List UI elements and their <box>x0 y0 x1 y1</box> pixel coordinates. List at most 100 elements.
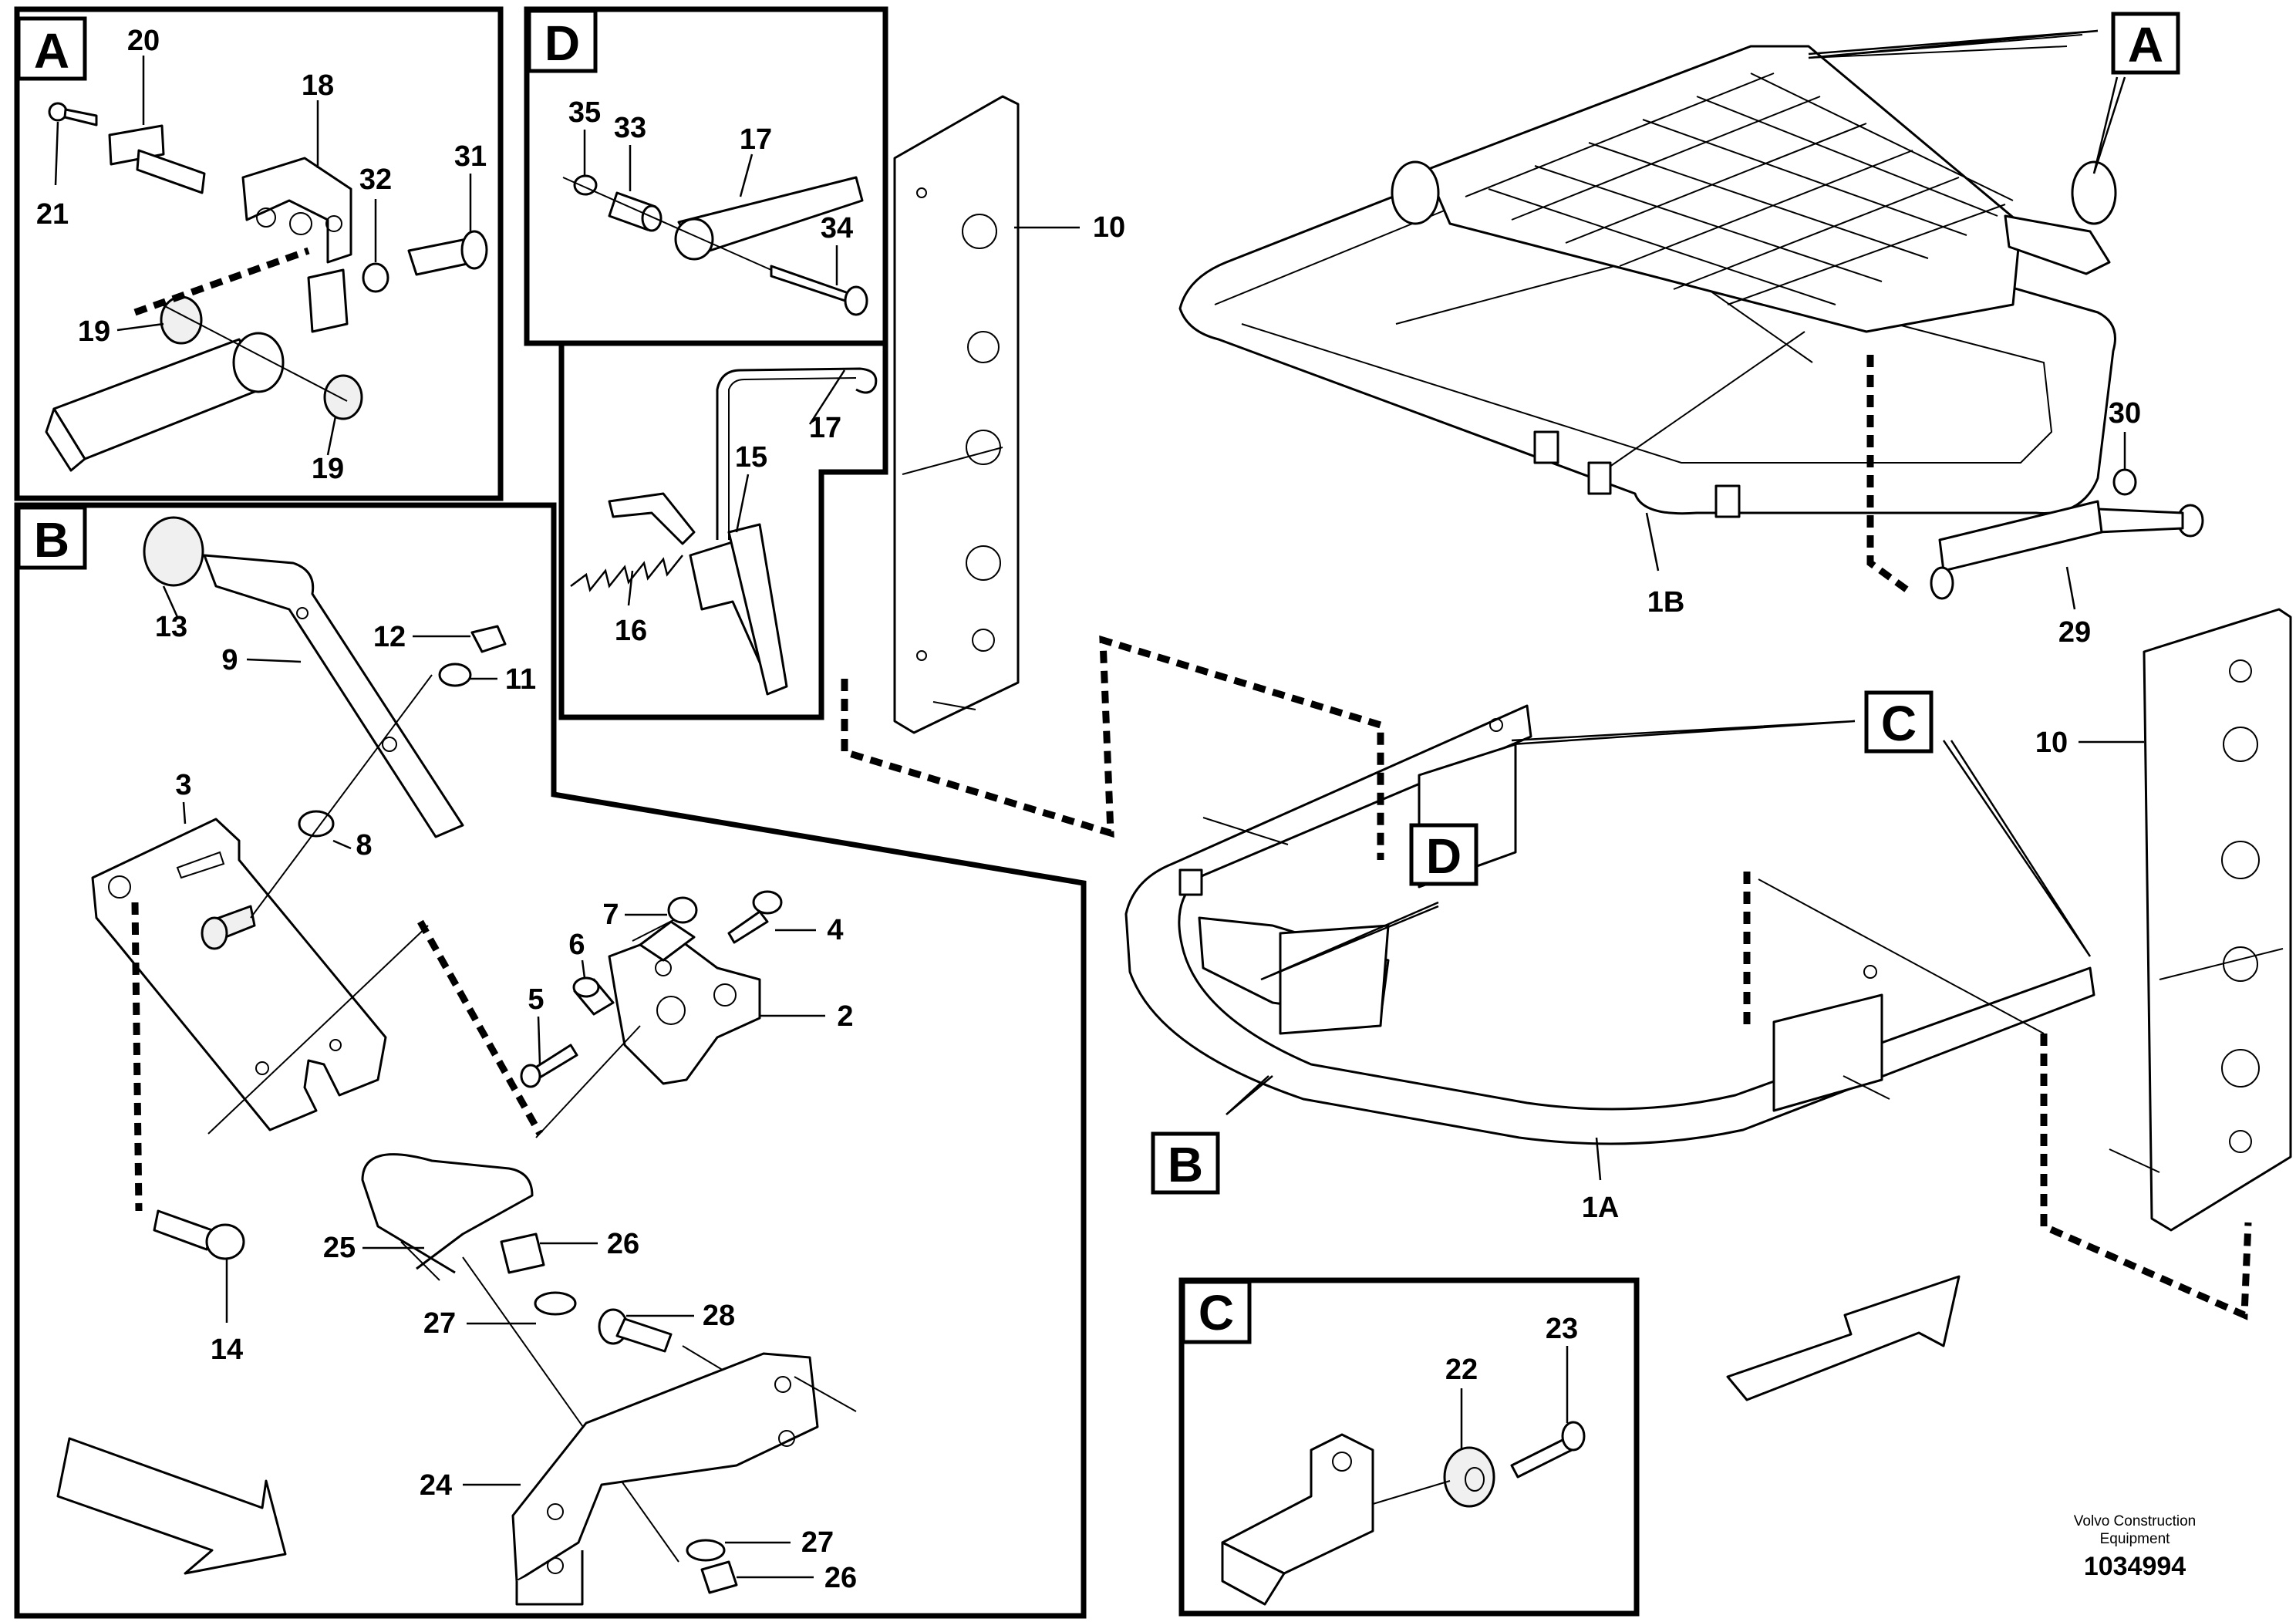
panel-a-assembly-dashline <box>133 247 310 316</box>
callout-24: 24 <box>420 1469 452 1502</box>
label-d-box <box>1409 823 1478 886</box>
part-32-washer <box>362 262 389 293</box>
callout-19-upper: 19 <box>78 315 110 348</box>
panel-a-letter-box <box>16 16 87 81</box>
part-27-washer-lower <box>686 1539 726 1562</box>
callout-26-upper: 26 <box>607 1228 639 1260</box>
part-29-gas-strut <box>1930 500 2204 600</box>
assembly-direction-arrow-main <box>1726 1275 1961 1401</box>
callout-11: 11 <box>505 663 536 696</box>
label-b: B <box>1168 1137 1203 1192</box>
label-c-box <box>1864 690 1934 754</box>
label-b-box <box>1151 1131 1220 1195</box>
panel-a-letter: A <box>34 23 69 79</box>
panel-b-letter: B <box>34 512 69 568</box>
part-4-screw <box>727 890 783 944</box>
part-17-latch-rod-top <box>674 176 864 261</box>
detail-panel-a: A <box>14 6 504 501</box>
callout-21: 21 <box>36 198 69 231</box>
callout-25: 25 <box>323 1232 356 1264</box>
leader-b <box>1226 1075 1273 1115</box>
part-16-spring <box>570 555 683 592</box>
callout-8: 8 <box>356 829 372 862</box>
callout-35: 35 <box>568 96 601 129</box>
part-5-screw <box>520 1044 578 1088</box>
part-1b-pivot-left <box>1391 160 1440 225</box>
part-21-bolt <box>48 102 98 126</box>
callout-4: 4 <box>827 914 843 946</box>
part-19-tube-assembly <box>45 295 363 472</box>
part-15-latch-hook <box>689 523 788 696</box>
part-31-bolt <box>407 230 488 276</box>
part-34-bolt <box>770 265 851 304</box>
callout-27-lower: 27 <box>801 1526 834 1559</box>
callout-29: 29 <box>2058 616 2091 649</box>
detail-panel-d: D 35 33 17 34 1 <box>524 6 888 720</box>
callout-7: 7 <box>602 899 619 931</box>
seat-grid-panel <box>1425 45 2111 333</box>
part-1b-upper-frame <box>1178 153 2116 518</box>
main-dashline-strut <box>1866 355 1915 597</box>
part-10-rail-right <box>2109 608 2292 1232</box>
part-11-washer <box>438 663 472 687</box>
callout-5: 5 <box>528 983 544 1016</box>
part-10-rail-left <box>893 95 1020 734</box>
callout-9: 9 <box>221 644 238 676</box>
panel-c-letter: C <box>1199 1285 1234 1340</box>
callout-15: 15 <box>735 441 767 474</box>
callout-33: 33 <box>614 112 646 144</box>
part-17-latch-rod-bottom <box>716 367 878 540</box>
callout-3: 3 <box>175 769 191 801</box>
detail-panel-b: B <box>14 502 1087 1619</box>
callout-27-upper: 27 <box>423 1307 456 1340</box>
part-26-nut-lower <box>700 1560 738 1594</box>
part-35-washer <box>573 174 598 196</box>
callout-32: 32 <box>359 164 392 196</box>
callout-13: 13 <box>155 611 187 643</box>
label-a-box <box>2111 12 2180 75</box>
leader-c-2 <box>1942 740 2092 957</box>
callout-6: 6 <box>568 929 585 961</box>
assembly-direction-arrow-b <box>56 1437 287 1575</box>
callout-28: 28 <box>703 1300 735 1332</box>
panel-c-letter-box <box>1181 1280 1252 1344</box>
callout-30: 30 <box>2109 397 2141 430</box>
part-1a-tube-end <box>1221 1433 1374 1606</box>
callout-19-lower: 19 <box>312 453 344 485</box>
callout-26-lower: 26 <box>824 1562 857 1594</box>
label-c: C <box>1881 696 1917 751</box>
callout-17-lower: 17 <box>809 412 841 444</box>
callout-22: 22 <box>1445 1354 1478 1386</box>
part-27-washer-upper <box>534 1291 577 1316</box>
callout-17-upper: 17 <box>740 123 772 156</box>
callout-12: 12 <box>373 621 406 653</box>
part-7-bolt <box>632 896 698 942</box>
part-20-tube <box>136 149 206 194</box>
panel-b-letter-box <box>16 505 87 570</box>
part-33-spacer <box>608 191 663 232</box>
part-6-spacer <box>572 976 615 1016</box>
callout-31: 31 <box>454 140 487 173</box>
label-d: D <box>1426 828 1462 884</box>
part-3-plate <box>91 818 387 1131</box>
callout-1b: 1B <box>1647 586 1685 619</box>
callout-20: 20 <box>127 25 160 57</box>
main-dashline-right-rail <box>1743 872 2252 1320</box>
detail-panel-c: C 22 23 <box>1178 1277 1640 1617</box>
label-a: A <box>2128 17 2163 73</box>
footer-line-2: Equipment <box>2100 1531 2171 1547</box>
part-18-bracket <box>241 157 352 333</box>
callout-10-right: 10 <box>2035 727 2068 759</box>
part-30-washer <box>2112 468 2137 496</box>
part-28-bolt <box>598 1308 673 1353</box>
panel-d-letter: D <box>544 15 580 71</box>
leader-c-1 <box>1511 720 1856 746</box>
callout-2: 2 <box>837 1000 853 1033</box>
callout-18: 18 <box>302 69 334 102</box>
footer-doc-number: 1034994 <box>2084 1552 2186 1581</box>
callout-1a: 1A <box>1582 1192 1620 1224</box>
leader-a-2 <box>1808 29 2099 59</box>
part-23-bolt <box>1510 1421 1586 1479</box>
part-24-bracket <box>511 1352 857 1606</box>
